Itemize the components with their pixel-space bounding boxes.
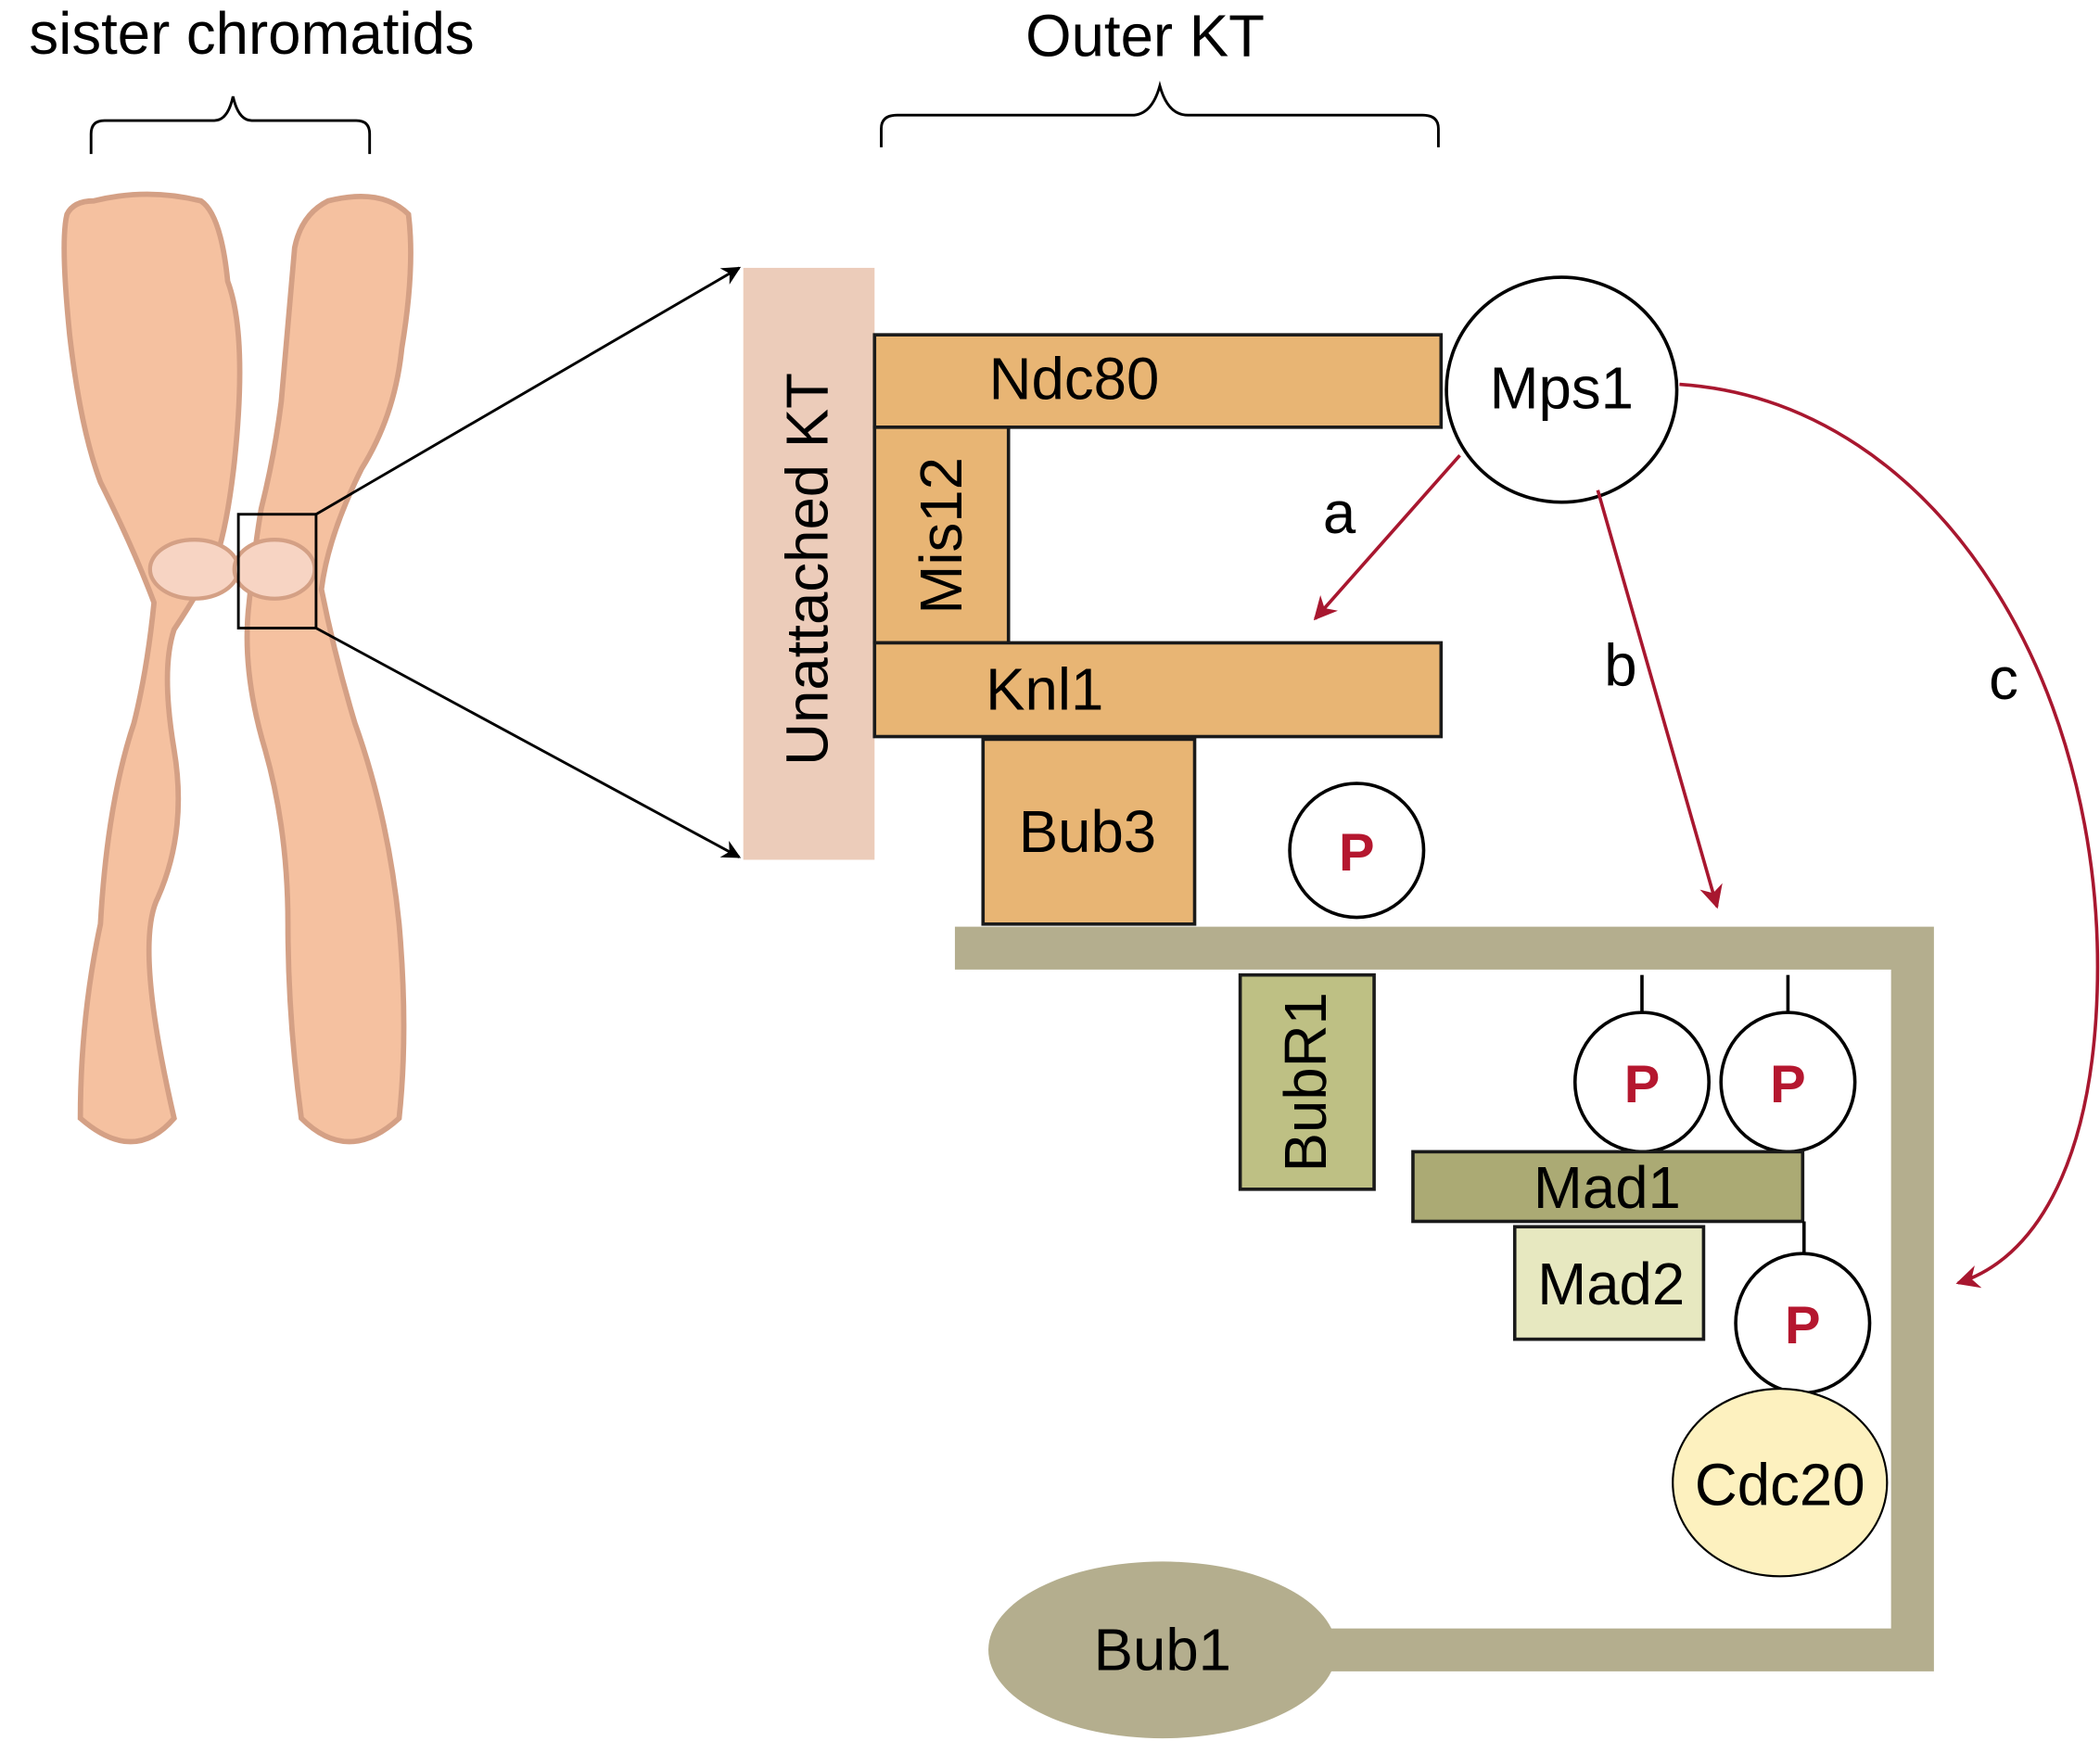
arrow-b [1596, 489, 1723, 909]
arrow-b-label: b [1604, 633, 1636, 699]
knl1-box: Knl1 [872, 641, 1444, 739]
left-centromere [147, 538, 241, 601]
bub3-box: Bub3 [981, 737, 1197, 926]
phospho-bub1-3: P [1734, 1252, 1872, 1395]
bubr1-label: BubR1 [1273, 992, 1339, 1172]
chromosome-illustration [61, 191, 414, 1145]
zoom-arrow-top [315, 266, 742, 515]
right-chromatid [244, 194, 414, 1145]
mis12-label: Mis12 [909, 457, 974, 615]
unattached-kt-band [743, 267, 875, 860]
right-centromere [232, 538, 317, 601]
sister-chromatids-brace [89, 95, 372, 155]
bubr1-box: BubR1 [1238, 972, 1376, 1191]
phospho-label: P [1785, 1296, 1821, 1355]
outer-kt-brace [880, 80, 1440, 147]
phospho-knl1: P [1288, 782, 1426, 920]
left-chromatid [61, 191, 243, 1145]
outer-kt-label: Outer KT [1025, 4, 1265, 70]
ndc80-box: Ndc80 [872, 333, 1444, 429]
bub1-scaffold [954, 926, 1934, 1671]
bub1-node: Bub1 [988, 1561, 1337, 1739]
zoom-arrow-bottom [315, 627, 742, 858]
mps1-node: Mps1 [1445, 275, 1679, 504]
bub1-label: Bub1 [1094, 1617, 1231, 1683]
knl1-label: Knl1 [986, 657, 1103, 723]
cdc20-label: Cdc20 [1695, 1453, 1865, 1519]
arrow-c-label: c [1989, 646, 2018, 712]
mad1-box: Mad1 [1411, 1150, 1805, 1224]
phospho-bub1-2: P [1719, 1010, 1857, 1154]
mps1-label: Mps1 [1490, 356, 1634, 422]
phospho-label: P [1624, 1055, 1661, 1114]
phospho-label: P [1770, 1055, 1806, 1114]
ndc80-label: Ndc80 [989, 346, 1160, 412]
arrow-a [1313, 453, 1461, 621]
arrow-c [1679, 382, 2100, 1289]
cdc20-node: Cdc20 [1672, 1387, 1889, 1578]
kinetochore-zoom-box [236, 513, 318, 629]
bub3-label: Bub3 [1019, 799, 1156, 865]
phospho-bub1-1: P [1572, 1010, 1712, 1154]
sister-chromatids-label: sister chromatids [29, 1, 474, 67]
unattached-kt-label: Unattached KT [775, 373, 841, 766]
mad2-label: Mad2 [1537, 1252, 1685, 1317]
mad2-box: Mad2 [1512, 1225, 1706, 1341]
arrow-a-label: a [1323, 480, 1356, 546]
mad1-label: Mad1 [1534, 1155, 1681, 1221]
mis12-box: Mis12 [872, 426, 1011, 645]
phospho-label: P [1339, 823, 1375, 883]
